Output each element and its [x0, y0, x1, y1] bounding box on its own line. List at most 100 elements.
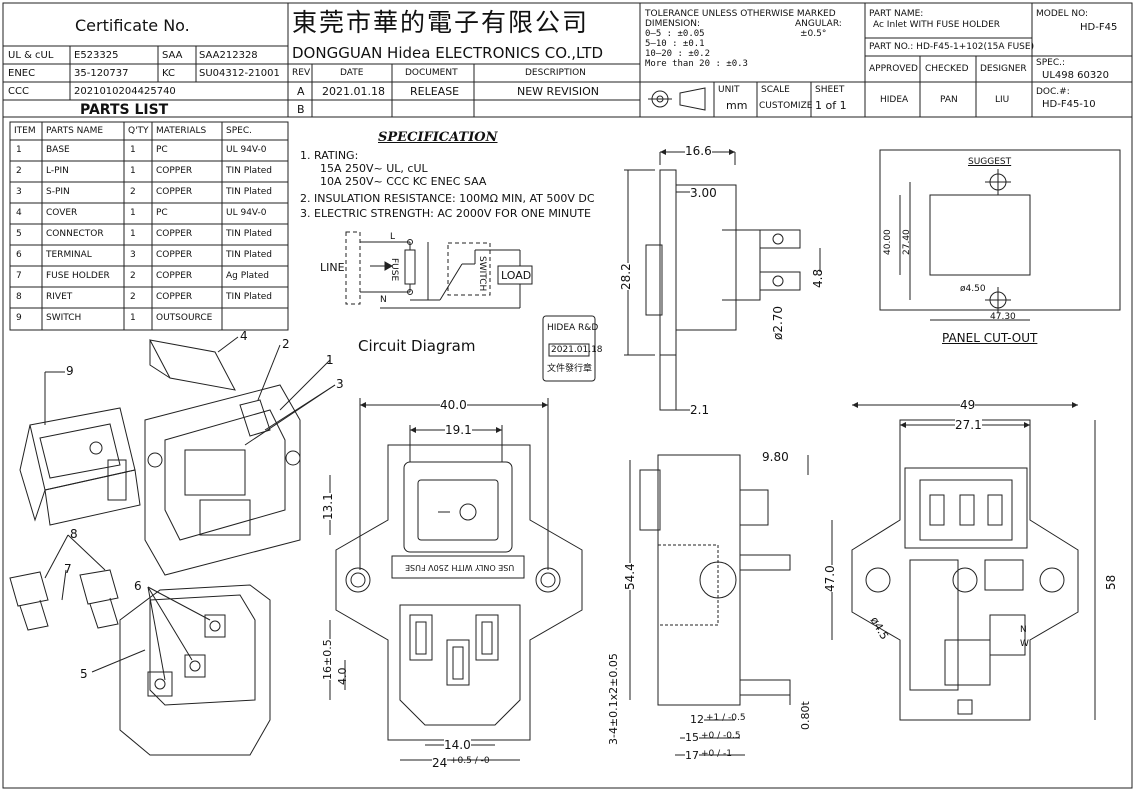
rear-view	[831, 404, 1096, 721]
sheet-value: 1 of 1	[815, 99, 847, 112]
parts-list-header: PARTS NAME	[46, 126, 104, 136]
doc-value: HD-F45-10	[1042, 99, 1096, 110]
callout-1: 1	[326, 353, 334, 367]
dim-3-00: 3.00	[690, 186, 717, 200]
spec-line-2: 15A 250V~ UL, cUL	[320, 162, 428, 175]
dim-28-2: 28.2	[619, 263, 633, 290]
side-dim-15-tol: +0 / -0.5	[701, 731, 741, 741]
stamp-line-2: 2021.01.18	[551, 345, 603, 355]
parts-list-cell: 1	[130, 166, 136, 176]
approved-by: HIDEA	[880, 95, 909, 105]
parts-list-cell: COPPER	[156, 271, 193, 281]
parts-list-cell: 3	[16, 187, 22, 197]
cert-name-3: CCC	[8, 86, 29, 97]
sheet-label: SHEET	[815, 85, 845, 95]
callout-4: 4	[240, 329, 248, 343]
circuit-switch-label: SWITCH	[477, 256, 487, 292]
parts-list-cell: 5	[16, 229, 22, 239]
circuit-n-label: N	[380, 295, 387, 305]
cert-name2-1: SAA	[162, 50, 183, 61]
callout-3: 3	[336, 377, 344, 391]
parts-list-cell: OUTSOURCE	[156, 313, 213, 323]
side-dim-pin: 3-4±0.1x2±0.05	[607, 653, 620, 745]
model-no-label: MODEL NO:	[1036, 9, 1089, 19]
tolerance-title: TOLERANCE UNLESS OTHERWISE MARKED	[645, 9, 836, 19]
parts-list-cell: L-PIN	[46, 166, 69, 176]
approval-header-designer: DESIGNER	[980, 64, 1027, 74]
designed-by: LIU	[995, 95, 1010, 105]
spec-line-4: 2. INSULATION RESISTANCE: 100MΩ MIN, AT …	[300, 192, 595, 205]
rev-header-document: DOCUMENT	[405, 68, 458, 78]
side-dim-17-tol: +0 / -1	[701, 749, 732, 759]
front-dim-40: 40.0	[440, 398, 467, 412]
parts-list-cell: 1	[130, 145, 136, 155]
rear-dim-47: 47.0	[823, 565, 837, 592]
rev-header-rev: REV	[292, 68, 311, 78]
side-dim-12-tol: +1 / -0.5	[706, 713, 746, 723]
approval-header-approved: APPROVED	[869, 64, 918, 74]
rev-a-date: 2021.01.18	[322, 85, 385, 98]
side-dim-12: 12	[690, 713, 704, 726]
spec-line-1: 1. RATING:	[300, 149, 359, 162]
company-name-en: DONGGUAN Hidea ELECTRONICS CO.,LTD	[292, 44, 604, 62]
panel-dim-47: 47.30	[990, 312, 1016, 322]
stamp-line-3: 文件發行章	[547, 364, 593, 374]
parts-list-cell: COPPER	[156, 166, 193, 176]
rev-header-date: DATE	[340, 68, 364, 78]
circuit-l-top: L	[390, 232, 396, 242]
parts-list-cell: 2	[16, 166, 22, 176]
parts-list-cell: TIN Plated	[226, 187, 272, 197]
parts-list-cell: 2	[130, 271, 136, 281]
side-view	[629, 454, 809, 756]
certificate-header: Certificate No.	[75, 16, 190, 35]
parts-list-cell: 8	[16, 292, 22, 302]
front-dim-13: 13.1	[321, 493, 335, 520]
parts-list-cell: 4	[16, 208, 22, 218]
front-dim-16: 16±0.5	[321, 639, 334, 680]
tolerance-dimension: DIMENSION:	[645, 19, 700, 29]
parts-list-cell: TERMINAL	[46, 250, 92, 260]
rear-dim-58: 58	[1104, 574, 1118, 590]
front-view	[329, 398, 583, 761]
panel-suggest: SUGGEST	[968, 157, 1012, 167]
parts-list-cell: Ag Plated	[226, 271, 269, 281]
unit-label: UNIT	[718, 85, 740, 95]
spec-line-3: 10A 250V~ CCC KC ENEC SAA	[320, 175, 487, 188]
parts-list-header: Q'TY	[128, 126, 149, 136]
callout-9: 9	[66, 364, 74, 378]
parts-list-title: PARTS LIST	[80, 102, 169, 118]
side-dim-54-4: 54.4	[623, 563, 637, 590]
tolerance-line-1: 0–5 : ±0.05	[645, 29, 705, 39]
spec-line-5: 3. ELECTRIC STRENGTH: AC 2000V FOR ONE M…	[300, 207, 592, 220]
parts-list-cell: 3	[130, 250, 136, 260]
parts-list-cell: 6	[16, 250, 22, 260]
parts-list-header: SPEC.	[226, 126, 252, 136]
parts-list-cell: 2	[130, 187, 136, 197]
parts-list-cell: TIN Plated	[226, 229, 272, 239]
parts-list-cell: COPPER	[156, 292, 193, 302]
circuit-fuse-label: FUSE	[389, 258, 399, 282]
parts-list-cell: TIN Plated	[226, 250, 272, 260]
front-dim-4: 4.0	[336, 667, 349, 686]
part-no: PART NO.: HD-F45-1+102(15A FUSE)	[869, 42, 1035, 52]
parts-list-header: MATERIALS	[156, 126, 207, 136]
parts-list-cell: 2	[130, 292, 136, 302]
rear-dim-49: 49	[960, 398, 976, 412]
circuit-load-label: LOAD	[501, 269, 532, 282]
model-no-value: HD-F45	[1080, 22, 1118, 33]
callout-8: 8	[70, 527, 78, 541]
scale-label: SCALE	[761, 85, 790, 95]
cert-name2-2: KC	[162, 68, 175, 79]
cert-name-2: ENEC	[8, 68, 36, 79]
parts-list-cell: COPPER	[156, 187, 193, 197]
cert-num-1: E523325	[74, 50, 119, 61]
dim-2-70: ø2.70	[771, 305, 785, 340]
parts-list-cell: UL 94V-0	[226, 208, 267, 218]
parts-list-cell: COPPER	[156, 229, 193, 239]
parts-list-cell: 1	[130, 313, 136, 323]
parts-list-cell: 1	[130, 229, 136, 239]
cert-name-1: UL & cUL	[8, 50, 54, 61]
parts-list-cell: TIN Plated	[226, 166, 272, 176]
